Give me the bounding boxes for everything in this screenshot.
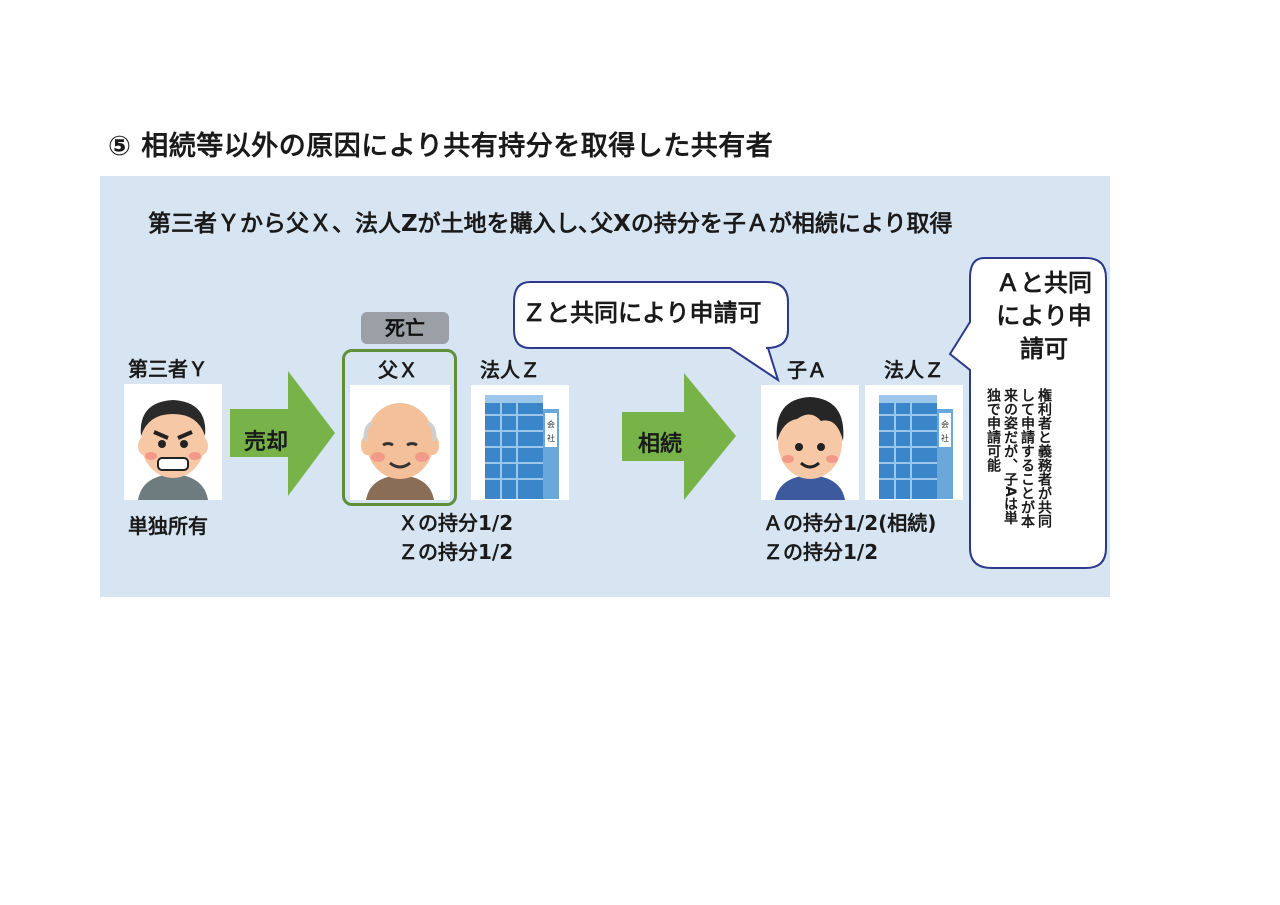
inherit-arrow xyxy=(622,373,736,500)
share-left-z: Ｚの持分1/2 xyxy=(398,540,514,564)
page-heading: ⑤ 相続等以外の原因により共有持分を取得した共有者 xyxy=(108,131,774,162)
child-label: 子Ａ xyxy=(787,358,827,382)
corp-right-sign-2: 社 xyxy=(941,433,949,443)
share-right-a: Ａの持分1/2(相続) xyxy=(763,511,937,535)
shares-right: Ａの持分1/2(相続) Ｚの持分1/2 xyxy=(763,509,936,567)
sale-arrow xyxy=(230,371,335,496)
death-badge: 死亡 xyxy=(361,312,449,344)
corp-left-sign-1: 会 xyxy=(547,419,555,429)
share-left-x: Ｘの持分1/2 xyxy=(398,511,514,535)
third-party-ownership: 単独所有 xyxy=(128,514,208,538)
speech-bubble-right-note: 権利者と義務者が共同して申請することが本来の姿だが、子Aは単独で申請可能 xyxy=(985,388,1052,528)
speech-bubble-center-text: Ｚと共同により申請可 xyxy=(522,299,762,327)
speech-bubble-right xyxy=(948,257,1107,569)
inherit-arrow-label: 相続 xyxy=(638,432,683,457)
diagram-subtitle: 第三者Ｙから父Ｘ、法人Zが土地を購入し､父Xの持分を子Ａが相続により取得 xyxy=(148,211,953,237)
father-label: 父Ｘ xyxy=(378,358,418,382)
speech-bubble-center xyxy=(513,281,789,383)
corp-right-building-icon: 会 社 xyxy=(865,385,963,500)
sale-arrow-label: 売却 xyxy=(244,430,289,455)
shares-left: Ｘの持分1/2 Ｚの持分1/2 xyxy=(398,509,513,567)
father-portrait xyxy=(350,385,450,500)
father-frame xyxy=(342,349,457,506)
corp-left-label: 法人Ｚ xyxy=(480,358,540,382)
corp-left-sign-2: 社 xyxy=(547,433,555,443)
share-right-z: Ｚの持分1/2 xyxy=(763,540,879,564)
corp-left-building-icon: 会 社 xyxy=(471,385,569,500)
corp-right-sign-1: 会 xyxy=(941,419,949,429)
third-party-portrait xyxy=(124,384,222,500)
child-portrait xyxy=(761,385,859,500)
speech-bubble-right-title: Ａと共同により申請可 xyxy=(996,269,1092,363)
corp-right-label: 法人Ｚ xyxy=(884,358,944,382)
third-party-label: 第三者Ｙ xyxy=(128,357,208,381)
